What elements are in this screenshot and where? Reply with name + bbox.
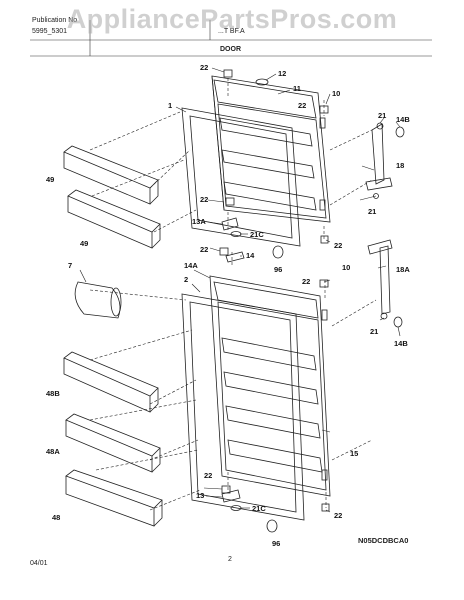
callout-22: 22 (200, 195, 208, 204)
callout-21C: 21C (250, 230, 264, 239)
callout-21C: 21C (252, 504, 266, 513)
handle-cap-13 (221, 489, 241, 503)
section-title: DOOR (220, 46, 241, 53)
callout-21: 21 (378, 111, 386, 120)
callout-48A: 48A (46, 447, 60, 456)
handle-cap-13A (221, 217, 239, 231)
butter-compartment (74, 281, 122, 319)
publication-label: Publication No (32, 17, 78, 24)
callout-10: 10 (332, 89, 340, 98)
callout-numbers: 22 12 11 10 22 1 21 14B 18 49 49 22 13A … (46, 63, 410, 548)
callout-13: 13 (196, 491, 204, 500)
lower-hinge-screw (380, 312, 388, 320)
callout-7: 7 (68, 261, 72, 270)
plug-22-lower (321, 503, 330, 512)
callout-96: 96 (272, 539, 280, 548)
callout-2: 2 (184, 275, 188, 284)
upper-hinge (365, 123, 393, 191)
callout-49: 49 (46, 175, 54, 184)
callout-96: 96 (274, 265, 282, 274)
callout-21: 21 (368, 207, 376, 216)
callout-48B: 48B (46, 389, 60, 398)
callout-18A: 18A (396, 265, 410, 274)
callout-22: 22 (298, 101, 306, 110)
freezer-shelf-upper (63, 145, 159, 205)
lower-hinge (367, 239, 393, 315)
fresh-food-door-gasket (181, 293, 305, 521)
callout-21: 21 (370, 327, 378, 336)
callout-18: 18 (396, 161, 404, 170)
washer-96-lower (266, 519, 278, 533)
callout-22: 22 (204, 471, 212, 480)
freezer-door-assembly (211, 75, 331, 223)
fresh-food-door-assembly (209, 275, 331, 497)
screw-22-lower-right (319, 279, 329, 288)
freezer-door-gasket (181, 107, 301, 247)
callout-15: 15 (350, 449, 358, 458)
freezer-shelf-lower (67, 189, 161, 249)
publication-number: 5995_5301 (32, 28, 68, 35)
upper-hinge-screw (373, 122, 384, 199)
door-shelf-48B (63, 351, 159, 413)
callout-14A: 14A (184, 261, 198, 270)
watermark-logo: AppliancePartsPros.com (66, 4, 398, 34)
callout-1: 1 (168, 101, 172, 110)
hinge-cap-upper (395, 126, 405, 138)
callout-leaders (79, 67, 401, 513)
revision-date: 04/01 (30, 560, 48, 567)
assembly-guide-lines (89, 78, 377, 511)
washer-96-upper (272, 245, 284, 259)
plug-22-upper (320, 235, 329, 244)
callout-12: 12 (278, 69, 286, 78)
screw-22-top (223, 69, 233, 78)
screw-22-lower-top (219, 247, 229, 256)
callout-48: 48 (52, 513, 60, 522)
callout-49: 49 (80, 239, 88, 248)
model-number: ...T BF.A (218, 28, 245, 35)
hinge-cap-lower (393, 316, 403, 328)
diagram-code: N05DCDBCA0 (358, 536, 409, 545)
callout-22: 22 (200, 63, 208, 72)
callout-22: 22 (200, 245, 208, 254)
callout-14B: 14B (394, 339, 408, 348)
screw-22-upper-bottom (225, 197, 235, 206)
screw-21C-upper (230, 231, 242, 237)
callout-10: 10 (342, 263, 350, 272)
callout-22: 22 (334, 241, 342, 250)
callout-13A: 13A (192, 217, 206, 226)
callout-14: 14 (246, 251, 255, 260)
callout-22: 22 (334, 511, 342, 520)
callout-22: 22 (302, 277, 310, 286)
callout-11: 11 (293, 84, 301, 93)
page-number: 2 (228, 556, 232, 563)
door-shelf-48A (65, 413, 161, 473)
screw-22-upper-right (319, 105, 329, 114)
callout-14B: 14B (396, 115, 410, 124)
stop-14 (225, 251, 245, 263)
plug-12 (255, 78, 269, 86)
door-shelf-48 (65, 469, 163, 527)
